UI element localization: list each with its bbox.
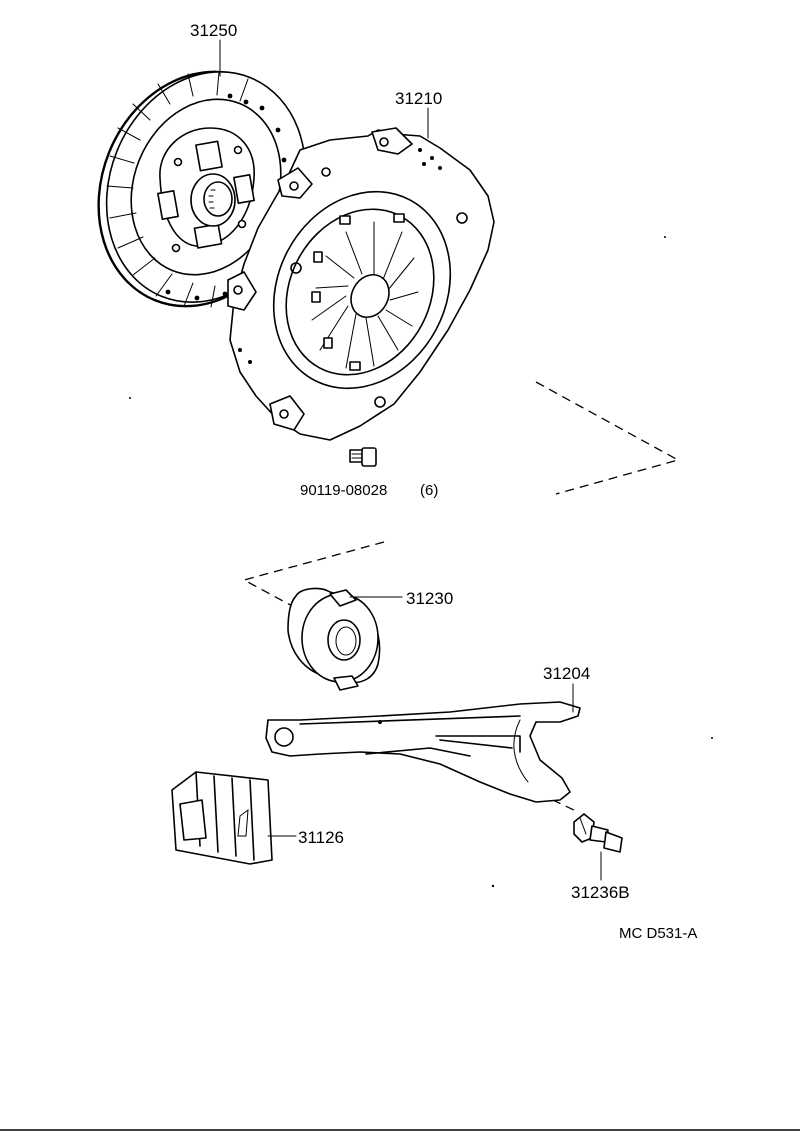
assembly-guide-line-upper <box>535 381 680 495</box>
cover-bolt[interactable] <box>349 447 377 467</box>
leader-lines <box>219 39 602 881</box>
part-label-31236B: 31236B <box>571 883 630 902</box>
part-label-90119-08028: 90119-08028 <box>300 482 387 499</box>
part-label-31126: 31126 <box>298 828 344 847</box>
assembly-guide-line-fork <box>443 747 579 813</box>
part-label-31230: 31230 <box>406 589 453 608</box>
friction-lining-segments <box>106 71 249 308</box>
fork-support[interactable] <box>573 813 623 853</box>
part-label-31250: 31250 <box>190 21 237 40</box>
figure-code: MC D531-A <box>619 925 697 942</box>
part-label-31204: 31204 <box>543 664 590 683</box>
part-label-31210: 31210 <box>395 89 442 108</box>
part-label-bolt-qty: (6) <box>420 482 438 499</box>
clutch-disc[interactable] <box>64 41 339 337</box>
assembly-guide-line-bearing <box>242 541 385 609</box>
release-bearing[interactable] <box>287 587 381 691</box>
fork-boot[interactable] <box>171 771 273 865</box>
clutch-cover[interactable] <box>227 127 495 441</box>
release-fork[interactable] <box>265 701 581 803</box>
diaphragm-fingers <box>311 221 419 369</box>
paper-specks <box>129 236 713 888</box>
